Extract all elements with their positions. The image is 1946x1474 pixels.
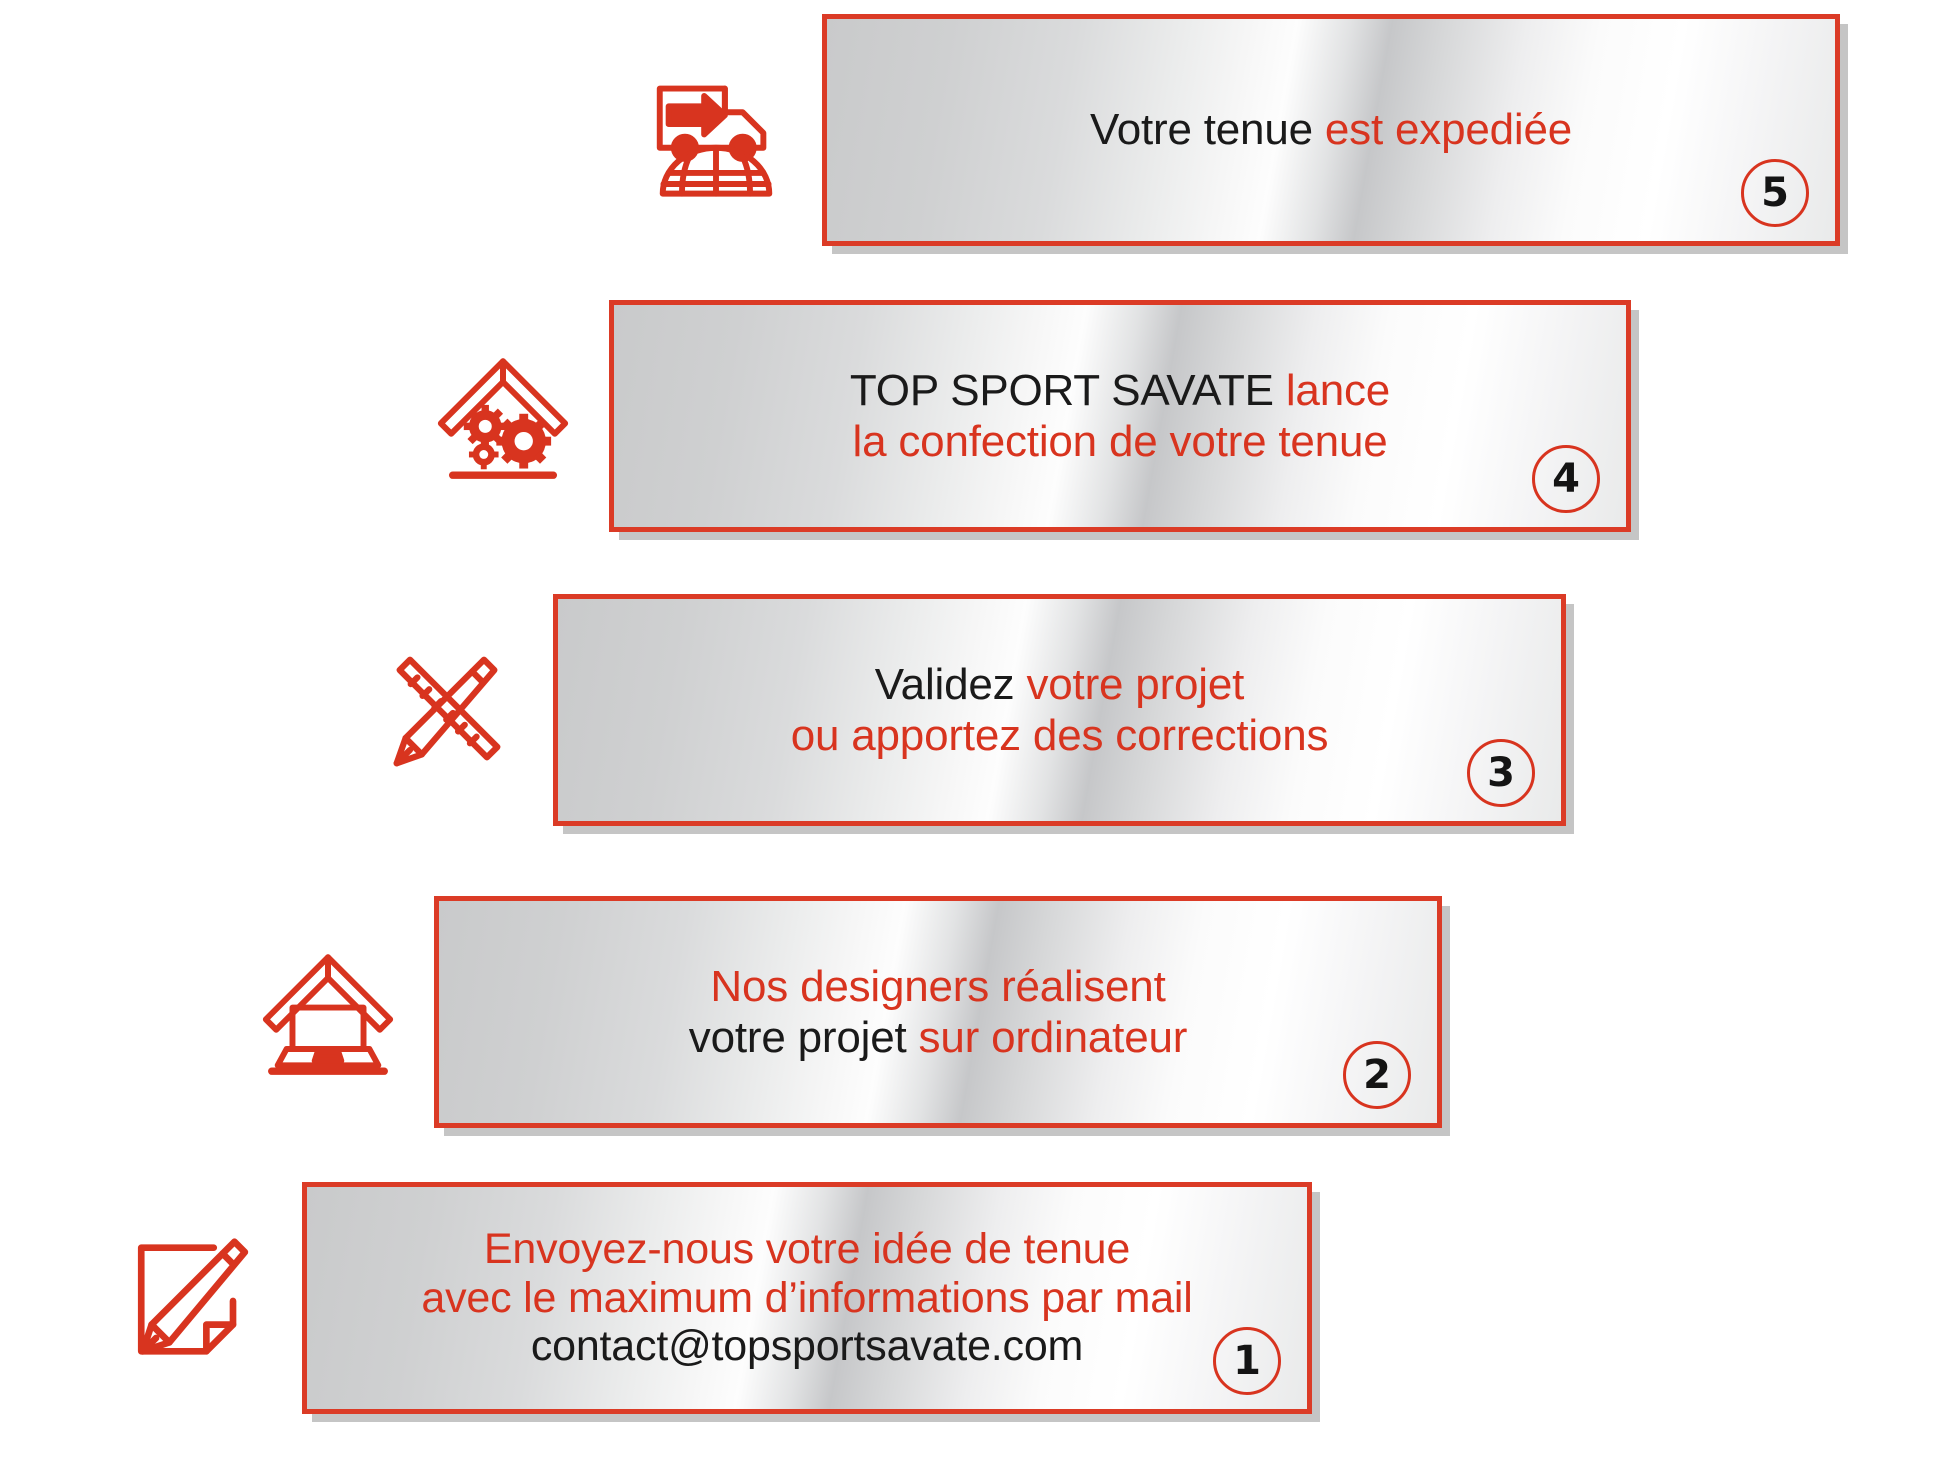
step-badge-2: 2 [1343, 1041, 1411, 1109]
text-line: avec le maximum d’informations par mail [347, 1274, 1267, 1323]
text-segment: sur ordinateur [918, 1013, 1188, 1062]
text-segment: TOP SPORT SAVATE [849, 365, 1286, 415]
text-line: votre projet sur ordinateur [479, 1012, 1397, 1063]
step-badge-4: 4 [1532, 445, 1600, 513]
ruler-pencil-icon [367, 630, 527, 790]
text-line: contact@topsportsavate.com [347, 1322, 1267, 1371]
text-line: TOP SPORT SAVATE lance [654, 365, 1586, 416]
text-segment: avec le maximum d’informations par mail [421, 1273, 1193, 1322]
text-segment: Validez [874, 659, 1027, 709]
delivery-truck-globe-icon [636, 50, 796, 210]
step-badge-5: 5 [1741, 159, 1809, 227]
text-segment: votre projet [1026, 659, 1245, 709]
text-segment: contact@topsportsavate.com [530, 1322, 1084, 1371]
text-line: Envoyez-nous votre idée de tenue [347, 1225, 1267, 1274]
factory-roof-gears-icon [423, 336, 583, 496]
text-line: Nos designers réalisent [479, 961, 1397, 1012]
text-segment: lance [1285, 365, 1391, 415]
text-segment: Nos designers réalisent [710, 961, 1166, 1011]
step-badge-3: 3 [1467, 739, 1535, 807]
text-segment: ou apportez des corrections [790, 711, 1329, 760]
roof-laptop-icon [248, 932, 408, 1092]
text-segment: Votre tenue [1089, 105, 1325, 155]
text-segment: Envoyez-nous votre idée de tenue [483, 1225, 1131, 1274]
process-step-5: Votre tenue est expediée 5 [636, 10, 1840, 250]
note-pencil-icon [116, 1218, 276, 1378]
text-line: Votre tenue est expediée [867, 104, 1795, 155]
text-line: ou apportez des corrections [598, 710, 1521, 761]
step-badge-1: 1 [1213, 1327, 1281, 1395]
text-segment: la confection de votre tenue [852, 417, 1388, 466]
step-text-5: Votre tenue est expediée [827, 104, 1835, 155]
text-segment: est expediée [1324, 105, 1573, 155]
text-line: Validez votre projet [598, 659, 1521, 710]
step-plaque: Votre tenue est expediée 5 [822, 14, 1840, 246]
text-line: la confection de votre tenue [654, 416, 1586, 467]
text-segment: votre projet [688, 1013, 919, 1062]
